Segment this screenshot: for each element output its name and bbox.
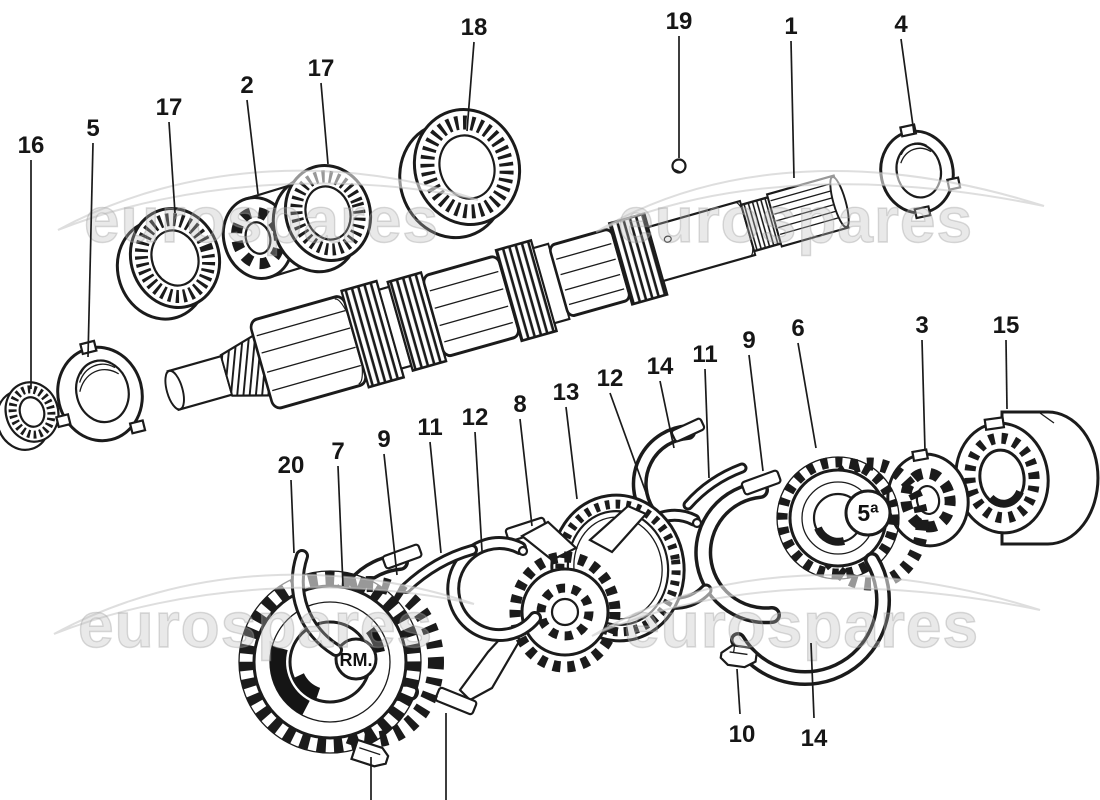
svg-text:12: 12 (462, 404, 489, 431)
gear-key (350, 738, 390, 768)
callout-9-left: 9 (377, 426, 398, 576)
callouts: 16 5 17 2 17 18 19 1 (18, 8, 1020, 800)
watermark-text: eurospares (618, 184, 973, 256)
synchro-hub-8 (434, 504, 648, 716)
watermark-swoosh (591, 574, 1041, 637)
callout-9-right: 9 (742, 327, 764, 472)
ball-bearing-15 (954, 410, 1100, 546)
svg-text:2: 2 (240, 72, 253, 99)
callout-6: 6 (791, 315, 817, 449)
svg-text:9: 9 (377, 426, 390, 453)
callout-cut-lines (370, 713, 447, 800)
svg-text:12: 12 (597, 365, 624, 392)
svg-text:9: 9 (742, 327, 755, 354)
watermark-swoosh (595, 170, 1045, 233)
callout-20: 20 (278, 452, 305, 554)
circlip-20 (290, 549, 343, 657)
svg-text:17: 17 (308, 55, 335, 82)
callout-10: 10 (729, 668, 756, 748)
callout-17-right: 17 (308, 55, 335, 165)
svg-text:19: 19 (666, 8, 693, 35)
needle-bearing-17-left (115, 207, 222, 321)
svg-text:10: 10 (729, 721, 756, 748)
spring-11-right (682, 462, 748, 511)
callout-11-right: 11 (692, 341, 718, 479)
svg-text:15: 15 (993, 312, 1020, 339)
svg-text:16: 16 (18, 132, 45, 159)
callout-17-left: 17 (156, 94, 183, 214)
fork-segment-14-right (730, 552, 892, 687)
svg-text:11: 11 (692, 341, 717, 368)
callout-2: 2 (240, 72, 259, 195)
svg-text:8: 8 (513, 391, 526, 418)
callout-7: 7 (331, 438, 345, 587)
svg-text:11: 11 (417, 414, 442, 441)
needle-bearing-16 (0, 381, 60, 451)
callout-19: 19 (666, 8, 693, 158)
detent-ball-19 (671, 158, 687, 174)
callout-12-right: 12 (597, 365, 650, 502)
fifth-badge: 5ª (844, 489, 892, 537)
callout-8: 8 (513, 391, 533, 527)
svg-text:4: 4 (894, 11, 908, 38)
svg-text:14: 14 (801, 725, 828, 752)
callout-12-left: 12 (462, 404, 489, 552)
callout-5: 5 (86, 115, 100, 358)
callout-15: 15 (993, 312, 1020, 410)
svg-text:1: 1 (784, 13, 797, 40)
watermark-swoosh (57, 169, 479, 231)
watermark-text: eurospares (624, 589, 979, 661)
ring-nut-5 (54, 339, 147, 443)
svg-text:6: 6 (791, 315, 804, 342)
needle-bearing-18 (398, 108, 522, 240)
watermark-text: eurospares (78, 589, 433, 661)
svg-text:17: 17 (156, 94, 183, 121)
callout-4: 4 (894, 11, 915, 134)
callout-16: 16 (18, 132, 45, 389)
synchro-band-9-right (694, 469, 782, 625)
svg-text:5: 5 (86, 115, 99, 142)
main-shaft (164, 174, 850, 412)
svg-text:13: 13 (553, 379, 580, 406)
key-10 (719, 644, 758, 669)
rm-badge-circle (334, 637, 378, 681)
callout-18: 18 (461, 14, 488, 132)
callout-14-upper: 14 (647, 353, 675, 449)
spring-11-left (400, 544, 478, 594)
callout-1: 1 (784, 13, 798, 179)
svg-text:3: 3 (915, 312, 928, 339)
svg-text:20: 20 (278, 452, 305, 479)
fifth-badge-label: 5ª (857, 500, 879, 526)
watermark-swoosh (53, 573, 475, 635)
watermark-text: eurospares (84, 184, 439, 256)
svg-text:14: 14 (647, 353, 674, 380)
callout-11-left: 11 (417, 414, 443, 554)
callout-3: 3 (915, 312, 929, 452)
watermark-layer: eurospares eurospares eurospares eurospa… (53, 169, 1045, 662)
svg-text:18: 18 (461, 14, 488, 41)
rm-badge-label: RM. (340, 650, 373, 670)
svg-text:7: 7 (331, 438, 344, 465)
callout-13: 13 (553, 379, 580, 500)
callout-14-lower: 14 (801, 642, 828, 752)
